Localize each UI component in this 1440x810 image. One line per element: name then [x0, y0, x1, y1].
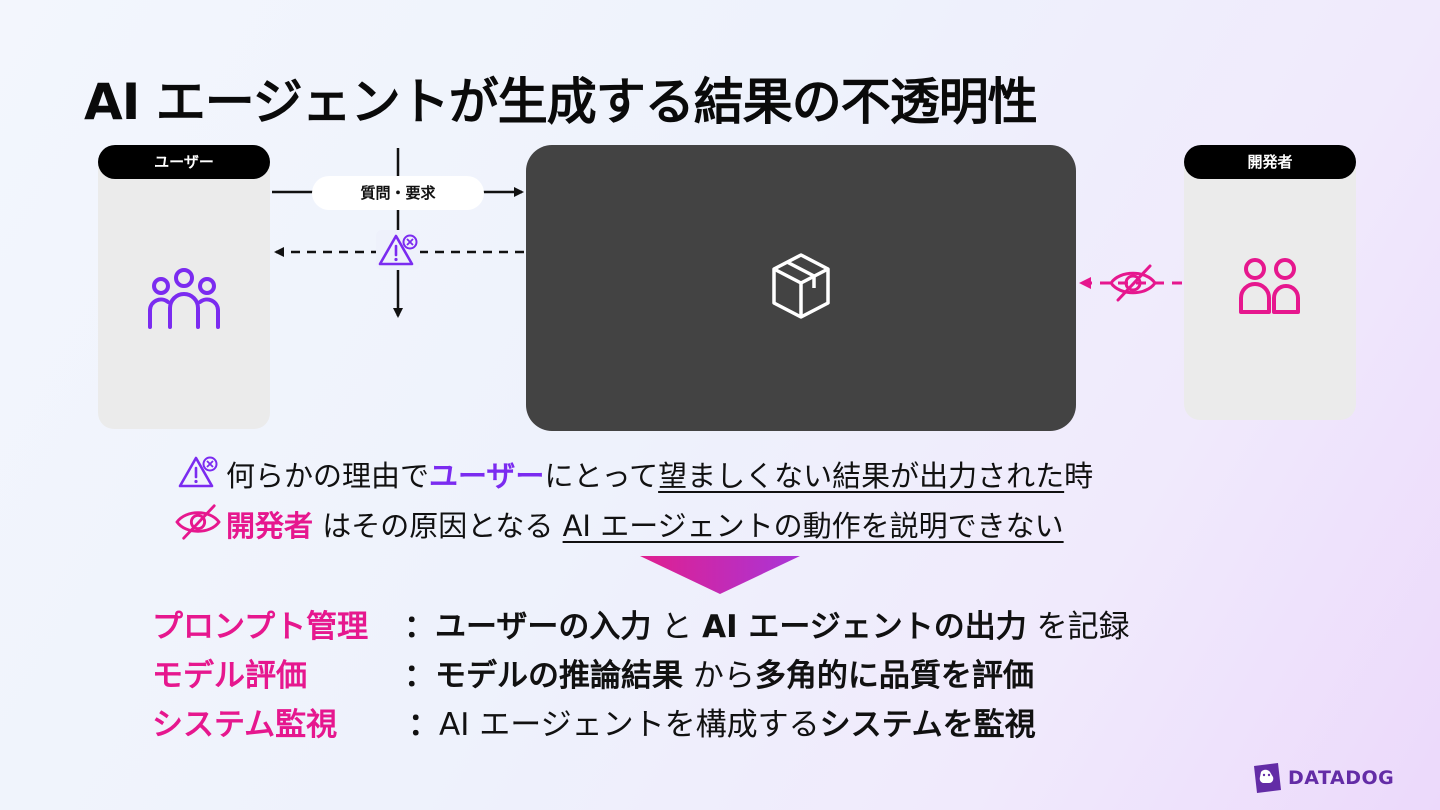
package-icon [772, 253, 830, 319]
feature-desc-part: から [683, 658, 755, 694]
feature-desc-part: システムを監視 [819, 707, 1036, 743]
line1-part5: 時 [1064, 459, 1094, 493]
feature-desc-model-evaluation: ：モデルの推論結果 から多角的に品質を評価 [404, 650, 1034, 695]
explanation-line-2: 開発者 はその原因となる AI エージェントの動作を説明できない [226, 503, 1064, 545]
explanation-line-1: 何らかの理由でユーザーにとって望ましくない結果が出力された時 [226, 453, 1093, 495]
developers-icon [1239, 258, 1300, 314]
feature-desc-system-monitoring: ：AI エージェントを構成するシステムを監視 [408, 699, 1036, 744]
user-label: ユーザー [98, 145, 270, 179]
feature-label-model-evaluation: モデル評価 [152, 658, 307, 694]
eye-off-icon [1109, 264, 1157, 302]
feature-desc-part: 多角的に品質を評価 [754, 658, 1034, 694]
line2-unexplainable: AI エージェントの動作を説明できない [562, 509, 1064, 543]
feature-colon: ： [404, 658, 435, 694]
feature-label-prompt-management: プロンプト管理 [152, 609, 369, 645]
datadog-logo: DATADOG [1252, 762, 1394, 794]
feature-desc-part: と [651, 609, 703, 645]
eye-off-icon [175, 504, 221, 540]
line1-undesired-result: 望ましくない結果が出力された [658, 459, 1065, 493]
page-title: AI エージェントが生成する結果の不透明性 [84, 73, 1038, 131]
developer-label: 開発者 [1184, 145, 1356, 179]
line1-part1: 何らかの理由で [226, 459, 430, 493]
feature-desc-part: AI エージェントの出力 [702, 609, 1027, 645]
developer-card [1184, 146, 1356, 420]
warning-icon [376, 230, 420, 270]
feature-colon: ： [404, 609, 435, 645]
logo-text: DATADOG [1288, 767, 1395, 789]
line1-user: ユーザー [429, 459, 545, 493]
feature-desc-part: モデルの推論結果 [435, 658, 683, 694]
line2-developer: 開発者 [226, 509, 314, 543]
feature-desc-part: ユーザーの入力 [435, 609, 652, 645]
users-icon [148, 268, 220, 329]
feature-colon: ： [408, 707, 439, 743]
feature-desc-prompt-management: ：ユーザーの入力 と AI エージェントの出力 を記録 [404, 601, 1130, 646]
feature-desc-part: を記録 [1026, 609, 1130, 645]
query-label: 質問・要求 [312, 176, 484, 210]
feature-desc-part: AI エージェントを構成する [439, 707, 820, 743]
datadog-logo-icon [1254, 763, 1281, 793]
down-arrow-icon [640, 556, 800, 594]
feature-label-system-monitoring: システム監視 [152, 707, 338, 743]
line1-part3: にとって [544, 459, 659, 493]
warning-icon [178, 456, 218, 488]
line2-part2: はその原因となる [313, 509, 563, 543]
